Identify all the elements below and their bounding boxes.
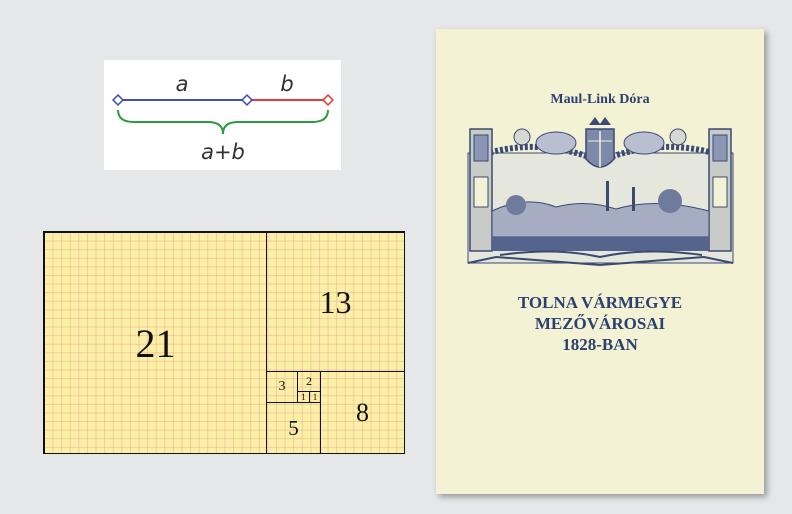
sum-brace xyxy=(118,110,328,134)
engraving-illustration xyxy=(456,115,745,273)
label-sum: a+b xyxy=(201,140,245,164)
square-1b-label: 1 xyxy=(313,392,318,402)
square-21: 21 xyxy=(44,232,267,454)
square-2-label: 2 xyxy=(306,374,312,389)
label-a: a xyxy=(176,72,189,96)
label-b: b xyxy=(280,72,293,96)
endpoint-right xyxy=(323,95,333,105)
square-8-label: 8 xyxy=(356,398,369,428)
book-title-line-1: TOLNA VÁRMEGYE xyxy=(436,293,764,313)
square-3: 3 xyxy=(266,371,298,403)
book-author: Maul-Link Dóra xyxy=(436,92,764,108)
square-2: 2 xyxy=(297,371,321,392)
golden-ratio-diagram: a b a+b xyxy=(104,60,341,170)
square-5: 5 xyxy=(266,402,321,454)
fibonacci-rectangle: 21 13 8 5 3 2 1 1 xyxy=(43,231,405,454)
book-title-line-3: 1828-BAN xyxy=(436,335,764,355)
square-8: 8 xyxy=(320,371,405,454)
endpoint-left xyxy=(113,95,123,105)
square-5-label: 5 xyxy=(288,416,299,441)
book-cover: Maul-Link Dóra TOLNA VÁRMEGYE xyxy=(436,29,764,494)
square-3-label: 3 xyxy=(279,379,286,395)
endpoint-middle xyxy=(242,95,252,105)
square-1b: 1 xyxy=(309,391,321,403)
square-13: 13 xyxy=(266,232,405,372)
square-13-label: 13 xyxy=(320,284,352,321)
square-21-label: 21 xyxy=(136,320,176,367)
square-1a-label: 1 xyxy=(301,392,306,402)
book-title-line-2: MEZŐVÁROSAI xyxy=(436,314,764,334)
